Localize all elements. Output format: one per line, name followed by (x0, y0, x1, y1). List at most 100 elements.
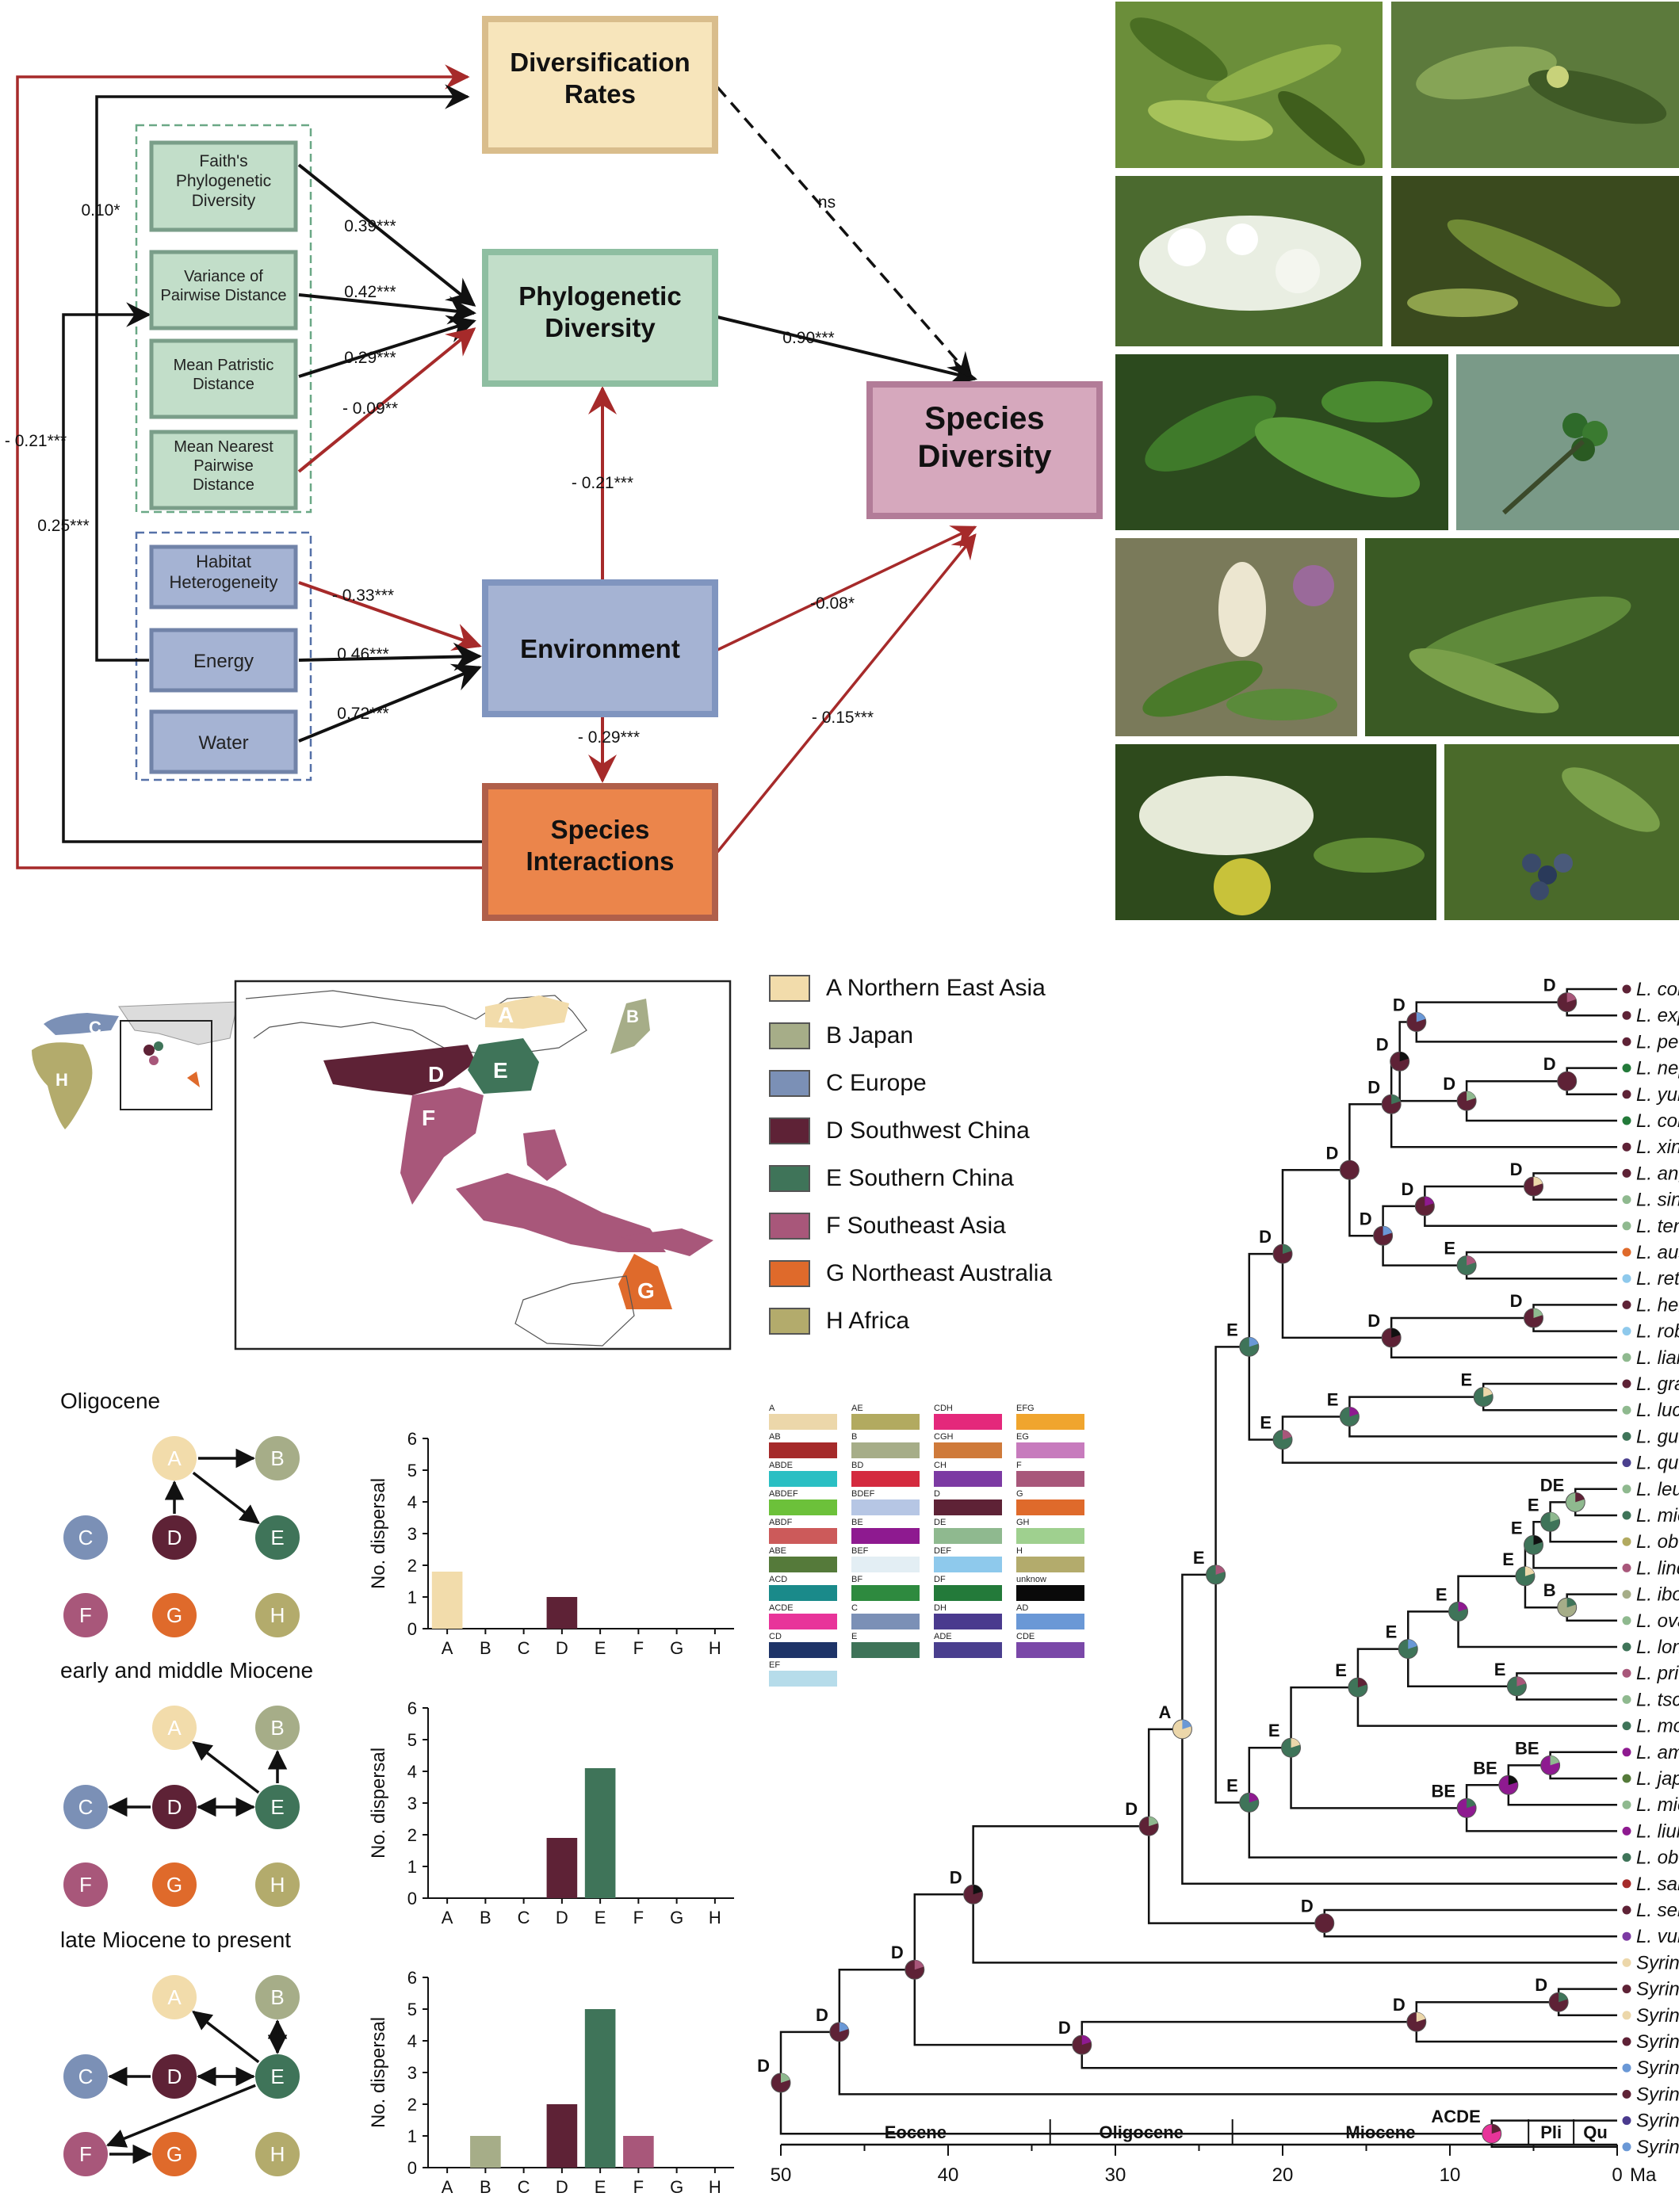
y-tick-label: 5 (407, 2000, 417, 2019)
combo-swatch (934, 1414, 1002, 1430)
node-pie: E (1226, 1775, 1260, 1813)
x-tick-label: B (480, 1908, 491, 1927)
coef-env-sd: -0.08* (810, 594, 855, 613)
node-pie: E (1436, 1584, 1469, 1622)
node-pie: E (1494, 1660, 1527, 1697)
tip-marker (1622, 1484, 1631, 1494)
y-tick-label: 0 (407, 1889, 417, 1908)
network-node (255, 2132, 300, 2176)
legend-swatch (769, 1213, 810, 1240)
world-inset: C H (32, 1001, 239, 1129)
network-node-label: C (78, 2065, 94, 2088)
node-pie-slice (1283, 1430, 1292, 1440)
combo-label: D (934, 1489, 940, 1499)
network-node (255, 1706, 300, 1750)
combo-swatch (851, 1499, 920, 1515)
y-axis-label: No. dispersal (368, 1748, 389, 1859)
tip: Syringa tomentella (1622, 1979, 1679, 2000)
network-node-label: B (270, 1985, 284, 2009)
x-tick-label: G (670, 1638, 683, 1658)
combo-legend-item: AD (1016, 1603, 1084, 1629)
tip: L. angustum (1622, 1163, 1679, 1184)
node-pie: D (1443, 1074, 1477, 1111)
legend-item-g: G Northeast Australia (769, 1260, 1052, 1287)
coef-patristic-pd: 0.29*** (344, 349, 396, 367)
tip-marker (1622, 1537, 1631, 1546)
combo-label: BDEF (851, 1489, 875, 1499)
time-tick-label: 10 (1440, 2164, 1461, 2186)
tip: L. obtusifolium (1622, 1531, 1679, 1553)
dispersal-edge (192, 2010, 260, 2064)
network-node-label: G (166, 1603, 182, 1627)
tip-marker (1622, 1853, 1631, 1862)
node-pie: D (950, 1867, 984, 1904)
node-state-label: D (1443, 1074, 1455, 1094)
tip-label: L. lucidum (1636, 1400, 1679, 1421)
network-node-label: A (167, 1985, 182, 2009)
node-pie: E (1461, 1370, 1494, 1408)
node-pie: D (1367, 1311, 1402, 1348)
dispersal-bar (623, 2136, 654, 2168)
node-pie: E (1444, 1239, 1477, 1276)
inset-label-c: C (89, 1018, 101, 1037)
photo-dark-leaves (1391, 176, 1679, 346)
tree-branch (1482, 1382, 1617, 1412)
node-pie-slice (1391, 1095, 1401, 1105)
node-state-label: D (1367, 1077, 1380, 1097)
combo-swatch (1016, 1414, 1084, 1430)
tip-label: L. confusum (1636, 1110, 1679, 1132)
y-tick-label: 2 (407, 1556, 417, 1576)
node-state-label: D (950, 1867, 962, 1887)
x-tick-label: A (442, 1908, 453, 1927)
tree-branch (779, 2031, 1492, 2135)
tip-label: L. pricei (1636, 1663, 1679, 1684)
node-pie-slice (1533, 1177, 1543, 1186)
tip-label: L. obovatilimbum (1636, 1847, 1679, 1869)
node-pie-slice (1550, 1512, 1559, 1522)
node-pie: B (1543, 1580, 1578, 1618)
epoch-label: Eocene (885, 2122, 947, 2142)
node-pie: D (891, 1943, 925, 1980)
y-tick-label: 6 (407, 1968, 417, 1988)
x-tick-label: E (595, 1908, 606, 1927)
y-tick-label: 3 (407, 1524, 417, 1544)
node-state-label: D (1510, 1291, 1523, 1311)
map-label-a: A (498, 1003, 514, 1027)
network-node (152, 2132, 197, 2176)
tree-branch (1465, 1079, 1617, 1122)
tree-branch (1080, 2020, 1617, 2069)
tip-label: L. lindleyi (1636, 1557, 1679, 1579)
node-state-label: E (1386, 1622, 1398, 1642)
x-tick-label: A (442, 1638, 453, 1658)
network-node-label: F (79, 1603, 92, 1627)
combo-swatch (1016, 1642, 1084, 1658)
tip: L. lucidum (1622, 1400, 1679, 1421)
faith-to-pd-arrow (297, 163, 476, 307)
network-node-label: E (270, 1526, 284, 1549)
node-state-label: B (1543, 1580, 1556, 1600)
node-pie: D (757, 2056, 791, 2093)
tip-label: L. amamianum (1636, 1742, 1679, 1763)
combo-label: DF (934, 1575, 946, 1584)
tip-label: L. longitubum (1636, 1637, 1679, 1658)
photo-glossy-leaves (1115, 354, 1448, 530)
node-state-label: BE (1473, 1758, 1497, 1778)
node-pie-slice (1215, 1564, 1225, 1575)
node-pie-slice (1425, 1196, 1434, 1206)
tip-label: Syringa oblata (1636, 2111, 1679, 2132)
combo-swatch (934, 1471, 1002, 1487)
combo-label: ABDE (769, 1461, 793, 1470)
combo-swatch (851, 1557, 920, 1572)
legend-label: F Southeast Asia (826, 1213, 1006, 1239)
tip: L. peduncularE (1622, 1031, 1679, 1053)
network-node (152, 1436, 197, 1480)
tree-branch (1248, 1746, 1617, 1859)
x-tick-label: H (709, 1908, 721, 1927)
node-pie: E (1226, 1320, 1260, 1357)
epoch-label: Pli (1540, 2122, 1562, 2142)
combo-legend-item: EFG (1016, 1403, 1084, 1430)
node-pie-slice (781, 2073, 790, 2084)
